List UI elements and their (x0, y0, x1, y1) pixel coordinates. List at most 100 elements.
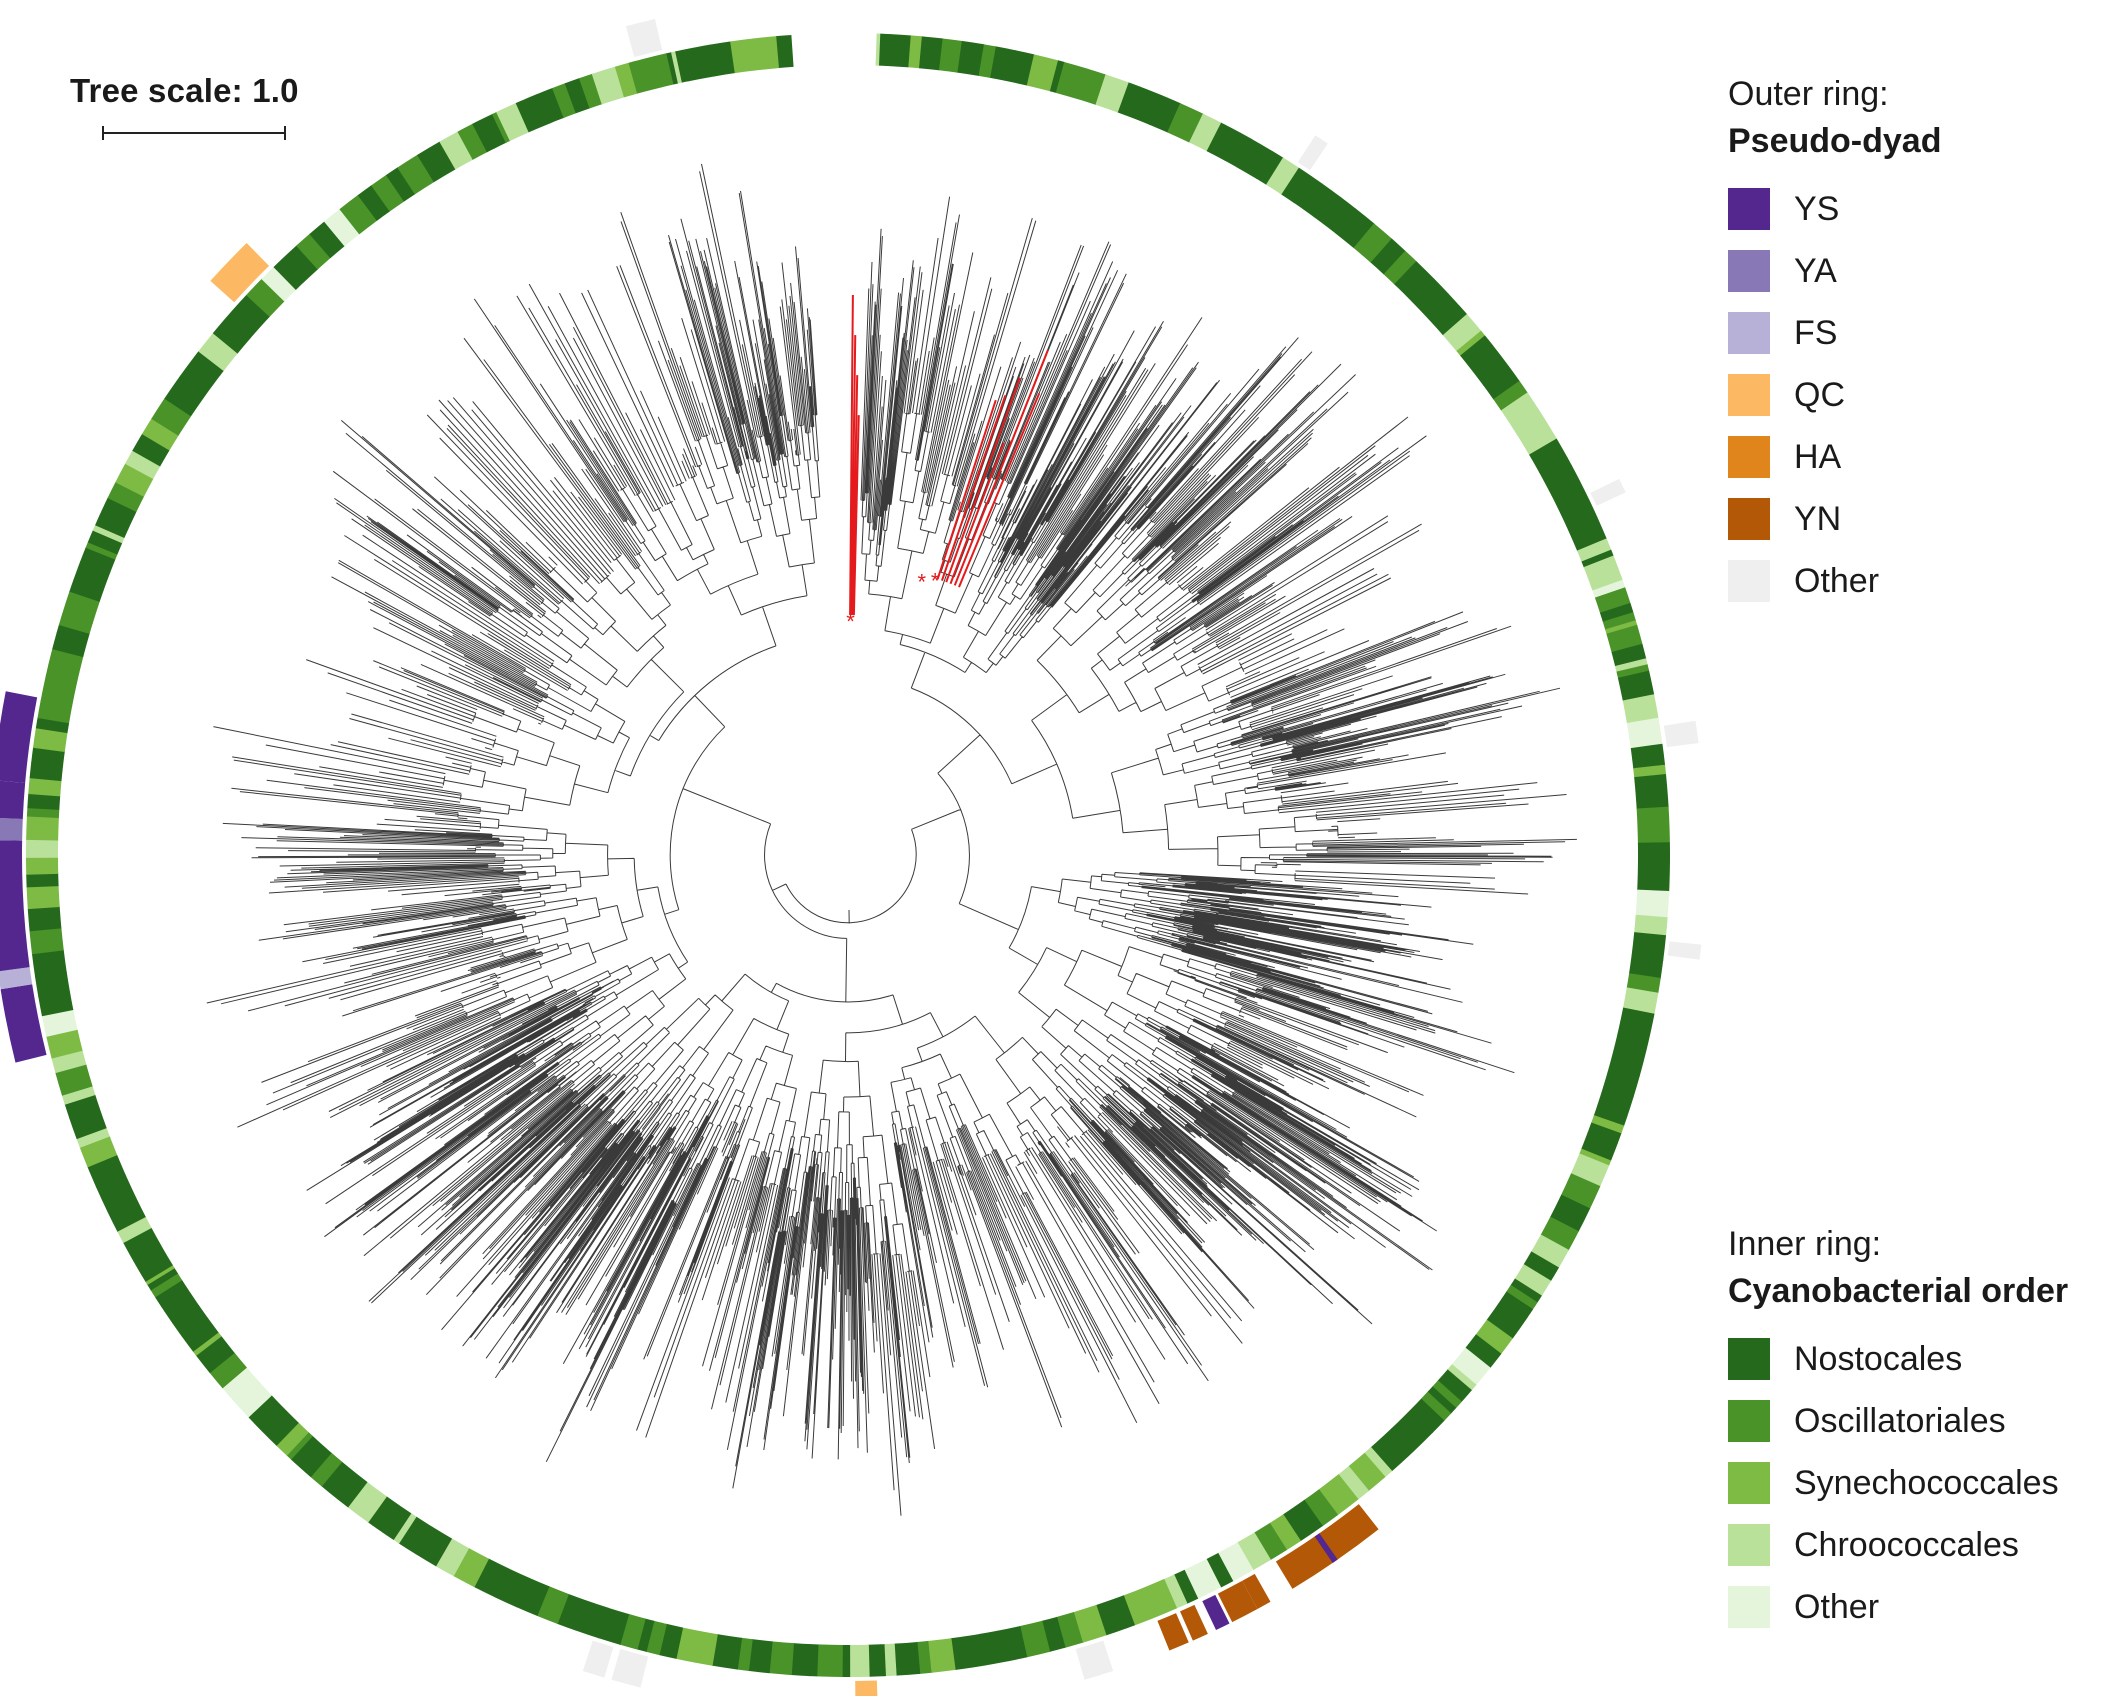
legend-item-label: HA (1794, 437, 1842, 476)
legend-item-label: Chroococcales (1794, 1525, 2019, 1564)
order-ring-segment (1379, 1436, 1405, 1463)
order-ring-segment (1019, 1620, 1051, 1658)
order-ring-segment (1217, 1542, 1254, 1582)
order-ring-segment (1631, 932, 1667, 961)
order-ring-segment (1210, 124, 1241, 161)
dyad-ring-segment (1663, 720, 1699, 748)
order-ring-segment (26, 815, 59, 841)
order-ring-segment (1587, 1122, 1622, 1144)
order-ring-segment (894, 1641, 921, 1676)
order-ring-segment (40, 675, 78, 707)
order-ring-segment (997, 1625, 1028, 1663)
order-ring-segment (653, 53, 675, 88)
order-ring-segment (791, 1643, 812, 1677)
legend-swatch (1728, 1400, 1770, 1442)
order-ring-segment (1424, 293, 1460, 328)
order-ring-segment (1514, 1264, 1552, 1297)
order-ring-segment (1437, 1369, 1472, 1403)
order-ring-segment (1055, 61, 1089, 100)
order-ring-segment (181, 1317, 219, 1352)
order-ring-segment (979, 1630, 1005, 1666)
order-ring-segment (888, 34, 912, 68)
legend-swatch (1728, 1338, 1770, 1380)
order-ring-segment (96, 1174, 137, 1213)
legend-item-other-dyad: Other (1728, 550, 2108, 612)
order-ring-segment (636, 1618, 655, 1652)
order-ring-segment (1115, 1595, 1136, 1629)
order-ring-segment (552, 83, 577, 118)
dyad-ring-segment (210, 243, 270, 303)
order-ring-segment (26, 881, 59, 888)
order-ring-segment (1435, 305, 1468, 336)
order-ring-segment (92, 524, 125, 544)
order-ring-segment (1383, 250, 1417, 285)
order-ring-segment (479, 113, 507, 149)
order-ring-segment (95, 515, 129, 539)
order-ring-segment (61, 1085, 96, 1105)
order-ring-segment (76, 1127, 110, 1148)
order-ring-segment (1235, 138, 1274, 180)
order-ring-segment (1540, 460, 1572, 481)
order-ring-segment (1303, 183, 1333, 217)
order-ring-segment (107, 1197, 146, 1232)
legend-item-nostocales: Nostocales (1728, 1328, 2108, 1390)
dyad-ring-segment (0, 967, 33, 990)
order-ring-segment (1370, 238, 1406, 275)
order-ring-segment (1551, 480, 1590, 514)
dyad-ring-segment (1242, 1573, 1271, 1610)
highlighted-branches (849, 295, 1049, 616)
order-ring-segment (417, 141, 456, 183)
dyad-ring-segment (1667, 941, 1702, 960)
order-ring-segment (1338, 1465, 1370, 1500)
order-ring-segment (1530, 1234, 1569, 1269)
order-ring-segment (1173, 1569, 1199, 1604)
order-ring-segment (883, 1643, 897, 1677)
order-ring-segment (1467, 345, 1510, 386)
phylogenetic-tree: *** (0, 18, 1702, 1696)
order-ring-segment (164, 1293, 200, 1324)
order-ring-segment (658, 1623, 684, 1659)
legend-item-ys: YS (1728, 178, 2108, 240)
order-ring-segment (1073, 1604, 1107, 1643)
dyad-ring-segment (1217, 1580, 1258, 1623)
order-ring-segment (1510, 1278, 1542, 1303)
branch-lines (206, 163, 1577, 1516)
order-ring-segment (150, 1272, 183, 1298)
order-ring-segment (1592, 579, 1626, 599)
order-ring-segment (1189, 113, 1222, 152)
legend-swatch (1728, 1462, 1770, 1504)
legend-swatch (1728, 498, 1770, 540)
order-ring-segment (908, 35, 923, 69)
tree-scale-bar (102, 126, 286, 140)
order-ring-segment (1581, 1131, 1618, 1162)
order-ring-segment (1364, 1447, 1393, 1478)
tree-branches (206, 163, 1577, 1516)
order-ring-segment (1486, 1298, 1529, 1339)
order-ring-segment (198, 332, 238, 372)
legend-item-label: FS (1794, 313, 1838, 352)
order-ring-segment (1465, 1343, 1494, 1369)
order-ring-segment (1612, 1034, 1649, 1061)
order-ring-segment (439, 131, 474, 170)
order-ring-segment (64, 1094, 100, 1119)
order-ring-segment (578, 73, 603, 109)
order-ring-segment (133, 1245, 173, 1282)
order-ring-segment (161, 1289, 192, 1312)
order-ring-segment (1026, 54, 1059, 92)
order-ring-segment (117, 1216, 152, 1244)
order-ring-segment (1394, 261, 1435, 302)
order-ring-segment (290, 1435, 317, 1463)
dyad-ring-segment (582, 1640, 614, 1678)
order-ring-segment (747, 38, 757, 71)
dyad-ring-segment (0, 984, 47, 1063)
order-ring-segment (536, 1586, 569, 1625)
order-ring-segment (1475, 1319, 1513, 1355)
order-ring-segment (26, 885, 60, 910)
legend-item-chroococcales: Chroococcales (1728, 1514, 2108, 1576)
order-ring-segment (1353, 223, 1393, 264)
order-ring-segment (939, 38, 963, 73)
dyad-ring-segment (1314, 1533, 1338, 1563)
order-ring-segment (1095, 1598, 1128, 1636)
legend-outer-title: Pseudo-dyad (1728, 122, 1942, 160)
order-ring-segment (1616, 664, 1650, 679)
